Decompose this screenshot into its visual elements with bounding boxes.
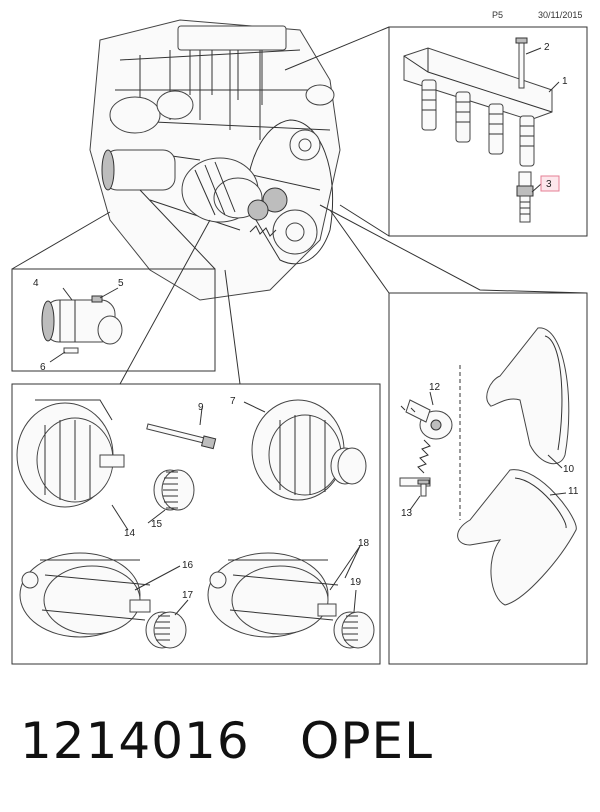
belt-panel [319,204,588,665]
callout-5: 5 [118,278,124,289]
callout-19: 19 [350,577,362,588]
ignition-coil-panel [284,26,588,237]
alternator-panel [11,219,381,665]
brand-name: OPEL [300,712,433,770]
bolt-9 [146,423,217,450]
pulley-15 [153,469,195,511]
highlight-box-3 [540,175,560,192]
pulley-19 [333,611,375,649]
callout-9: 9 [198,402,204,413]
callout-2: 2 [544,42,550,53]
callout-3: 3 [546,179,552,190]
callout-18: 18 [358,538,370,549]
callout-12: 12 [429,382,441,393]
engine-illustration [89,19,341,301]
alternator-16 [19,552,151,638]
callout-11: 11 [568,486,579,497]
callout-15: 15 [151,519,163,530]
exploded-parts-diagram: 1 2 3 4 5 6 7 9 10 11 12 13 14 15 16 17 … [11,19,588,665]
callout-labels: 1 2 3 4 5 6 7 9 10 11 12 13 14 15 16 17 … [33,42,579,601]
tensioner-12 [399,399,453,487]
callout-4: 4 [33,278,39,289]
alternator-14 [16,399,125,508]
coil-towers [421,79,535,167]
callout-17: 17 [182,590,194,601]
callout-13: 13 [401,508,413,519]
callout-10: 10 [563,464,575,475]
callout-16: 16 [182,560,194,571]
pulley-17 [145,611,187,649]
page-code: P5 [492,10,504,20]
callout-1: 1 [562,76,568,87]
page-date: 30/11/2015 [538,10,583,20]
spark-plug [516,171,534,223]
starter-panel [11,189,216,372]
part-number: 1214016 [20,712,250,770]
callout-6: 6 [40,362,46,373]
alternator-18 [207,552,339,638]
callout-14: 14 [124,528,136,539]
callout-7: 7 [230,396,236,407]
alternator-7 [251,399,367,501]
